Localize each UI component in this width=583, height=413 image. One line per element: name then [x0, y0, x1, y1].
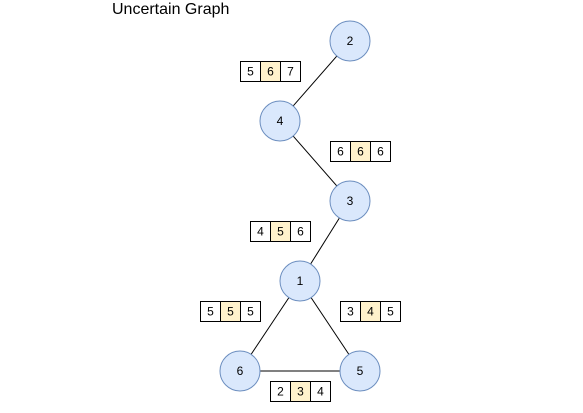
graph-node-3: 3: [329, 180, 371, 222]
weight-cell: [370, 141, 391, 162]
weight-value: 5: [387, 305, 394, 319]
weight-cell: [290, 221, 311, 242]
node-circle: [279, 260, 321, 302]
weight-cell: [280, 61, 301, 82]
weight-value: 5: [277, 225, 284, 239]
node-circle: [329, 20, 371, 62]
node-label: 5: [357, 364, 364, 378]
weight-cell: [310, 381, 331, 402]
weight-value: 5: [227, 305, 234, 319]
node-label: 6: [237, 364, 244, 378]
graph-node-2: 2: [329, 20, 371, 62]
weight-value: 6: [337, 145, 344, 159]
edges-layer: [250, 55, 350, 372]
diagram-title: Uncertain Graph: [112, 1, 230, 18]
weight-value: 6: [377, 145, 384, 159]
weight-value: 4: [367, 305, 374, 319]
weight-value: 6: [267, 65, 274, 79]
weight-value: 3: [297, 385, 304, 399]
weight-value: 4: [257, 225, 264, 239]
node-label: 4: [277, 114, 284, 128]
weight-value: 4: [317, 385, 324, 399]
edge-4-3: [292, 135, 338, 187]
weight-value: 3: [347, 305, 354, 319]
node-label: 2: [347, 34, 354, 48]
weight-cell: [380, 301, 401, 322]
node-circle: [219, 350, 261, 392]
graph-node-5: 5: [339, 350, 381, 392]
weight-cell: [240, 301, 261, 322]
graph-node-1: 1: [279, 260, 321, 302]
node-circle: [259, 100, 301, 142]
weight-value: 5: [247, 305, 254, 319]
weight-value: 2: [277, 385, 284, 399]
graph-node-6: 6: [219, 350, 261, 392]
node-label: 3: [347, 194, 354, 208]
graph-node-4: 4: [259, 100, 301, 142]
weight-value: 5: [247, 65, 254, 79]
weight-value: 5: [207, 305, 214, 319]
node-circle: [339, 350, 381, 392]
edge-3-1: [310, 217, 340, 265]
node-label: 1: [297, 274, 304, 288]
weight-value: 6: [297, 225, 304, 239]
weight-value: 7: [287, 65, 294, 79]
edge-1-6: [250, 297, 290, 355]
edge-1-5: [310, 297, 350, 355]
weight-value: 6: [357, 145, 364, 159]
node-circle: [329, 180, 371, 222]
edge-2-4: [292, 55, 338, 107]
